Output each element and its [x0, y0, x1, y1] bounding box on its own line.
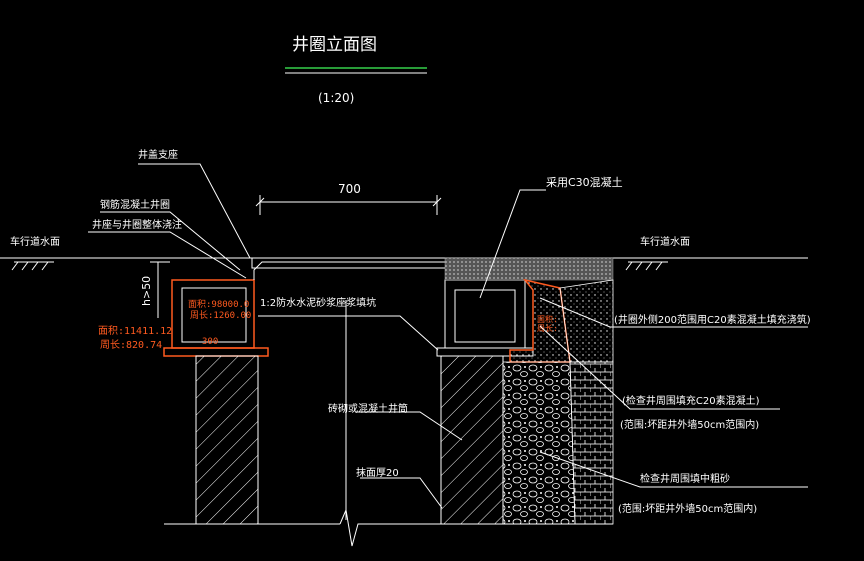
measure-box-area: 面积:98000.0	[188, 298, 249, 310]
dimension-h-label: h>50	[140, 276, 153, 306]
measure-outer-area: 面积:11411.12	[98, 325, 172, 337]
ground-symbol-left	[11, 261, 54, 271]
dimension-700	[255, 195, 442, 215]
range-2-label: (范围:坏距井外墙50cm范围内)	[618, 502, 757, 515]
seat-cast-label: 井座与井圈整体浇注	[92, 218, 182, 231]
c30-concrete-label: 采用C30混凝土	[546, 175, 623, 189]
right-well-wall	[440, 355, 504, 525]
original-soil-zone	[569, 361, 614, 525]
soil-fill-zone	[559, 279, 614, 363]
fill-c20-around-label: (检查井周围填充C20素混凝土)	[622, 394, 760, 407]
measure-right-perimeter: 周长:	[537, 323, 558, 333]
dimension-h	[150, 261, 170, 318]
road-surface-left-label: 车行道水面	[10, 235, 60, 248]
leader-lines	[88, 163, 808, 509]
plaster-label: 抹面厚20	[356, 466, 399, 479]
sand-fill-zone	[502, 361, 576, 525]
left-ring-inner	[181, 287, 247, 343]
road-surface-right-label: 车行道水面	[640, 235, 690, 248]
fill-c20-200-label: (井圈外侧200范围用C20素混凝土填充浇筑)	[614, 313, 811, 326]
measure-box-perimeter: 周长:1260.00	[190, 309, 251, 321]
bottom-break-line	[339, 508, 613, 547]
drawing-title: 井圈立面图	[292, 35, 377, 55]
well-cover	[251, 257, 449, 269]
road-pavement-block	[444, 257, 614, 281]
brick-well-label: 砖砌或混凝土井筒	[328, 402, 408, 415]
ground-symbol-right	[625, 261, 668, 271]
ring-width-label: 300	[202, 337, 218, 347]
waterproof-mortar-label: 1:2防水水泥砂浆座浆填坑	[260, 296, 376, 309]
scale-label: (1:20)	[318, 91, 354, 105]
right-ring-inner	[454, 289, 516, 343]
dimension-700-label: 700	[338, 182, 361, 196]
left-well-wall	[195, 355, 259, 525]
cover-seat-line	[253, 261, 445, 280]
measure-right-area: 面积:	[537, 314, 558, 324]
measure-outer-perimeter: 周长:820.74	[100, 339, 162, 351]
range-1-label: (范围:坏距井外墙50cm范围内)	[620, 418, 759, 431]
left-ring-base	[163, 347, 269, 357]
fill-sand-label: 检查井周围填中粗砂	[640, 472, 730, 485]
well-cover-support-label: 井盖支座	[138, 148, 178, 161]
rc-well-ring-label: 钢筋混凝土井圈	[100, 198, 170, 211]
